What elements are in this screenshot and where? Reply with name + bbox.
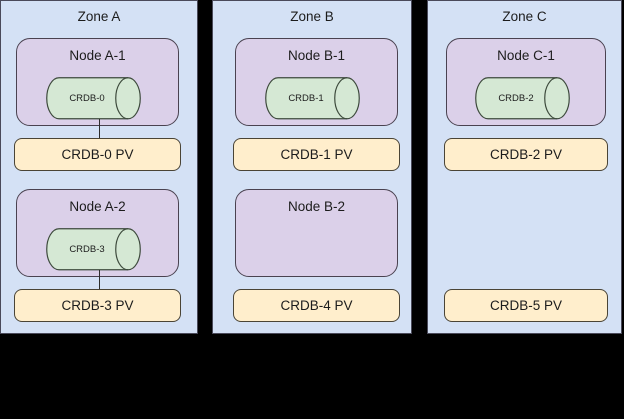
node-a-2[interactable]: Node A-2 CRDB-3 xyxy=(16,189,179,277)
pod-crdb-2[interactable]: CRDB-2 xyxy=(475,77,583,120)
cylinder-shape xyxy=(46,228,141,271)
node-a-1[interactable]: Node A-1 CRDB-0 xyxy=(16,38,179,126)
node-a-2-title: Node A-2 xyxy=(69,199,126,214)
cylinder-shape xyxy=(475,77,570,120)
node-b-1-title: Node B-1 xyxy=(287,48,346,63)
pv-crdb-3-label: CRDB-3 PV xyxy=(61,297,134,313)
zone-a: Zone A Node A-1 CRDB-0 CRDB-0 PV Node A-… xyxy=(0,0,198,334)
pod-crdb-1[interactable]: CRDB-1 xyxy=(265,77,373,120)
pv-crdb-0-label: CRDB-0 PV xyxy=(61,146,134,162)
pod-crdb-0[interactable]: CRDB-0 xyxy=(46,77,154,120)
pv-crdb-1-label: CRDB-1 PV xyxy=(280,146,353,162)
connector-crdb-0 xyxy=(99,119,100,139)
cylinder-shape xyxy=(46,77,141,120)
pv-crdb-3[interactable]: CRDB-3 PV xyxy=(14,289,181,322)
pv-crdb-4[interactable]: CRDB-4 PV xyxy=(233,289,400,322)
pv-crdb-5-label: CRDB-5 PV xyxy=(489,297,562,313)
node-b-2-title: Node B-2 xyxy=(287,199,346,214)
cylinder-shape xyxy=(265,77,360,120)
node-c-1-title: Node C-1 xyxy=(497,48,555,63)
pv-crdb-1[interactable]: CRDB-1 PV xyxy=(233,138,400,171)
zone-a-title: Zone A xyxy=(77,9,121,24)
node-c-1[interactable]: Node C-1 CRDB-2 xyxy=(446,38,606,126)
zone-c: Zone C Node C-1 CRDB-2 CRDB-2 PV CRDB-5 … xyxy=(427,0,622,334)
node-a-1-title: Node A-1 xyxy=(69,48,126,63)
node-b-1[interactable]: Node B-1 CRDB-1 xyxy=(235,38,398,126)
zone-b: Zone B Node B-1 CRDB-1 CRDB-1 PV Node B-… xyxy=(212,0,525,334)
pv-crdb-2[interactable]: CRDB-2 PV xyxy=(444,138,608,171)
zone-c-title: Zone C xyxy=(502,9,547,24)
pv-crdb-2-label: CRDB-2 PV xyxy=(489,146,562,162)
zone-b-title: Zone B xyxy=(290,9,334,24)
pod-crdb-3[interactable]: CRDB-3 xyxy=(46,228,154,271)
pv-crdb-0[interactable]: CRDB-0 PV xyxy=(14,138,181,171)
connector-crdb-3 xyxy=(99,270,100,290)
pv-crdb-5[interactable]: CRDB-5 PV xyxy=(444,289,608,322)
node-b-2[interactable]: Node B-2 xyxy=(235,189,398,277)
pv-crdb-4-label: CRDB-4 PV xyxy=(280,297,353,313)
